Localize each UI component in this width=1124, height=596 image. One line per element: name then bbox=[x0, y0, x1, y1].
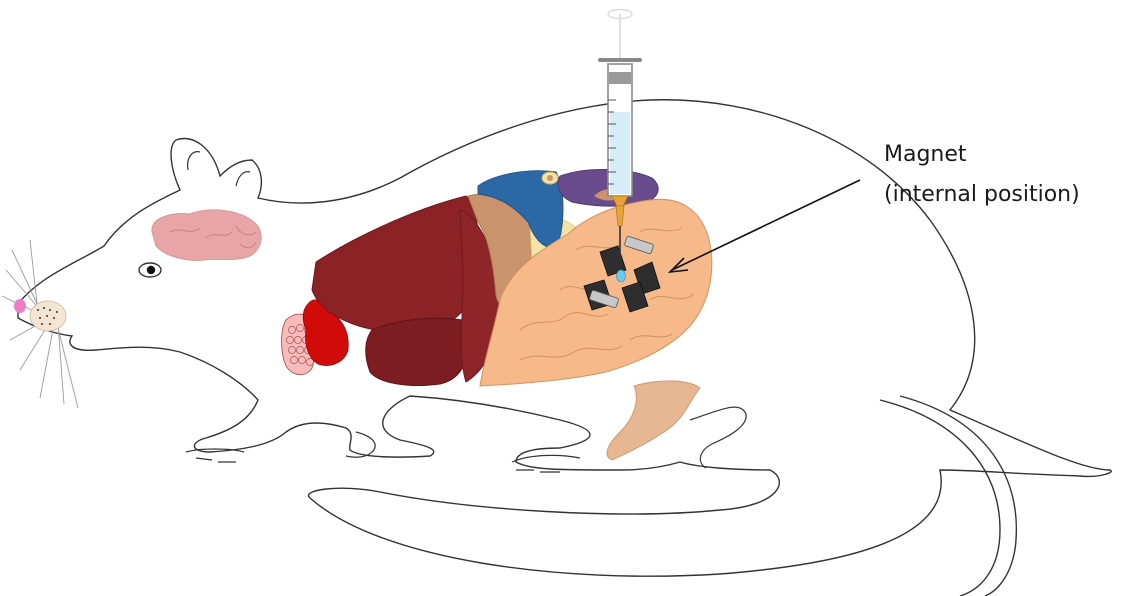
brain bbox=[152, 210, 261, 261]
adrenal-core bbox=[547, 175, 553, 181]
liver-lobe-lower bbox=[366, 318, 468, 385]
annotation-label-magnet: Magnet bbox=[884, 138, 967, 172]
annotation-label-position: (internal position) bbox=[884, 178, 1080, 212]
nose bbox=[14, 299, 26, 313]
eye-pupil bbox=[147, 266, 155, 274]
